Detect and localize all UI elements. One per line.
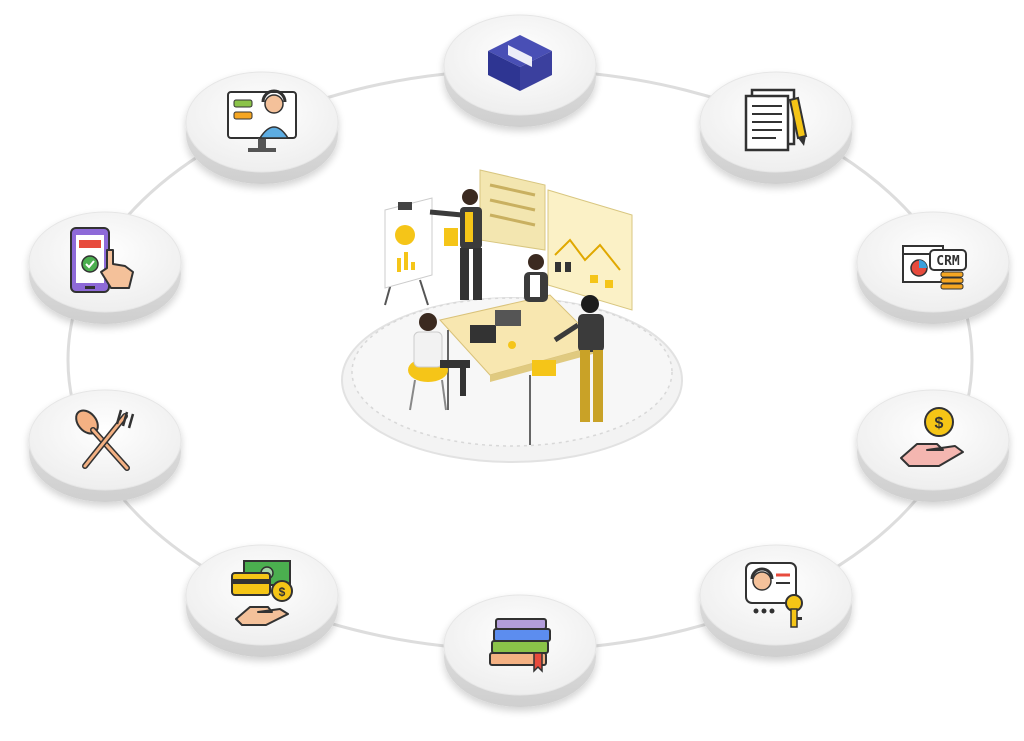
node-payment[interactable]: $ bbox=[856, 389, 1010, 503]
whiteboard-icon bbox=[384, 197, 433, 306]
crm-label: CRM bbox=[936, 254, 960, 269]
node-support[interactable] bbox=[185, 71, 339, 185]
svg-text:$: $ bbox=[279, 585, 286, 599]
svg-text:$: $ bbox=[935, 415, 944, 432]
node-restaurant[interactable] bbox=[28, 389, 182, 503]
node-access[interactable] bbox=[699, 544, 853, 658]
presenter-figure bbox=[429, 189, 482, 300]
mobile-tap-icon bbox=[70, 227, 134, 293]
data-panels bbox=[479, 169, 633, 311]
crm-dashboard-icon: CRM bbox=[902, 245, 967, 290]
node-box[interactable] bbox=[443, 14, 597, 128]
spoon-fork-icon bbox=[75, 409, 135, 471]
cash-card-hand-icon: $ bbox=[231, 560, 293, 626]
node-crm[interactable]: CRM bbox=[856, 211, 1010, 325]
customer-support-icon bbox=[227, 89, 297, 152]
seated-figure-center bbox=[524, 254, 548, 302]
node-finance[interactable]: $ bbox=[185, 544, 339, 658]
user-key-icon bbox=[745, 562, 803, 628]
standing-figure-right bbox=[553, 295, 604, 422]
books-icon bbox=[489, 618, 551, 673]
hand-coin-icon: $ bbox=[900, 407, 964, 467]
team-meeting-illustration bbox=[384, 169, 633, 445]
node-document[interactable] bbox=[699, 71, 853, 185]
node-mobile[interactable] bbox=[28, 211, 182, 325]
seated-figure-left bbox=[408, 313, 470, 411]
box-icon bbox=[488, 35, 552, 91]
document-pencil-icon bbox=[744, 88, 808, 152]
node-education[interactable] bbox=[443, 594, 597, 708]
